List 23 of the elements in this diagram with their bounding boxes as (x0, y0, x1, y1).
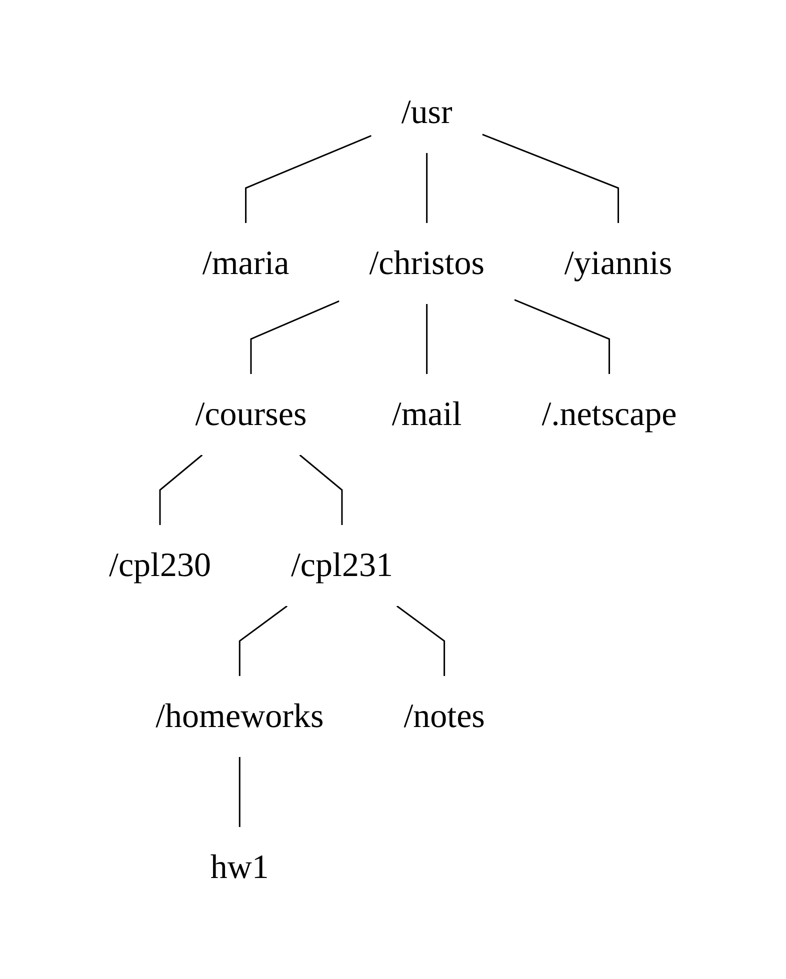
connector (482, 133, 620, 222)
connector (250, 300, 340, 374)
node-text: /homeworks (156, 697, 324, 734)
node-text: /mail (392, 396, 462, 432)
node-text: /maria (202, 244, 290, 282)
connector (239, 756, 240, 826)
connector (396, 604, 446, 676)
node-text: /cpl230 (109, 546, 212, 584)
node-text: /cpl231 (291, 546, 394, 584)
connector (245, 134, 372, 222)
node-text: /notes (404, 697, 486, 734)
connector (299, 454, 343, 524)
node-text: /.netscape (542, 396, 677, 432)
connector (426, 304, 428, 374)
node-text: hw1 (210, 848, 270, 886)
connector (239, 604, 288, 676)
node-text: /usr (401, 94, 452, 131)
node-text: /courses (195, 396, 307, 432)
connector (159, 454, 203, 524)
node-text: /christos (369, 244, 485, 282)
node-text: /yiannis (564, 244, 672, 282)
connector (426, 152, 428, 222)
connector (514, 298, 610, 374)
